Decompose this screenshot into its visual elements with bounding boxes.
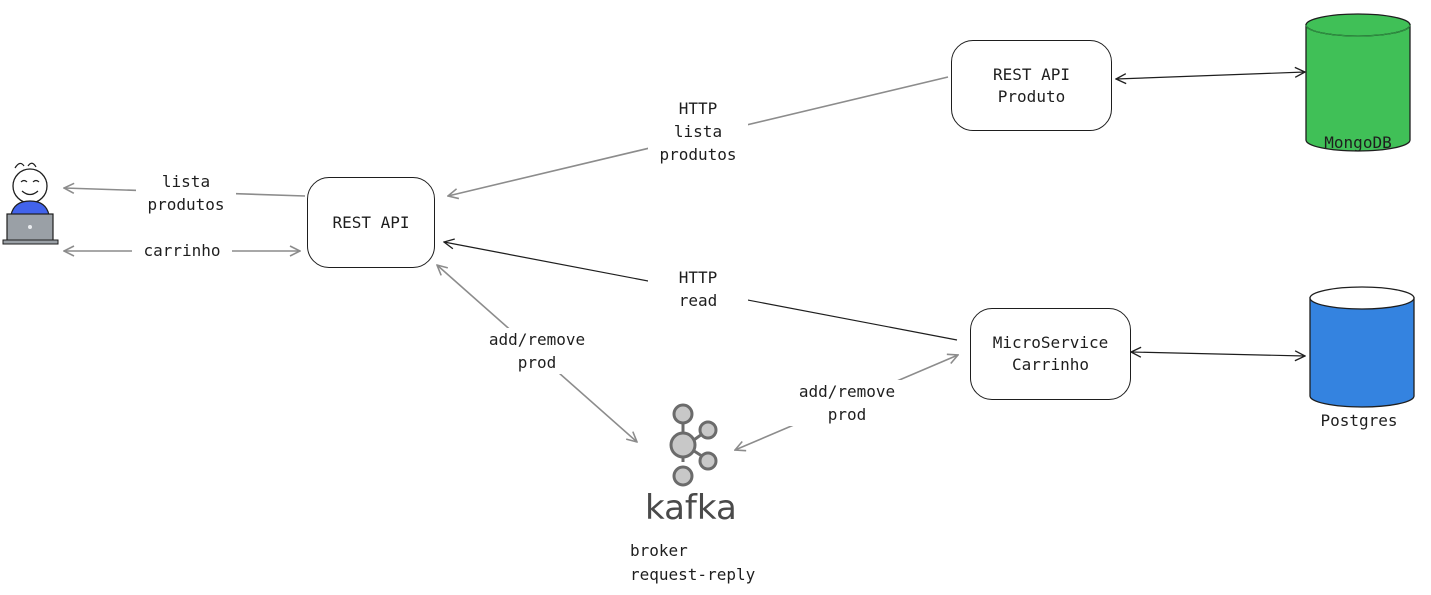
mongodb-label: MongoDB — [1324, 133, 1392, 152]
microservice-carrinho-box: MicroService Carrinho — [970, 308, 1131, 400]
postgres-label: Postgres — [1320, 411, 1398, 430]
rest-api-produto-box: REST API Produto — [951, 40, 1112, 131]
rest-api-box: REST API — [307, 177, 435, 268]
kafka-wordmark: kafka — [645, 488, 737, 528]
user-at-laptop-icon — [2, 162, 59, 245]
edge-label-lista-produtos: lista produtos — [136, 170, 236, 216]
kafka-logo-icon — [669, 403, 718, 487]
mongodb-cylinder — [1305, 13, 1411, 152]
postgres-cylinder — [1309, 286, 1415, 408]
edge-label-carrinho: carrinho — [132, 239, 232, 262]
edge-label-http-read: HTTP read — [648, 266, 748, 312]
edge-label-add-remove-right: add/remove prod — [787, 380, 907, 426]
rest-api-produto-label: REST API Produto — [992, 64, 1071, 106]
rest-api-label: REST API — [332, 212, 410, 232]
edge-label-add-remove-left: add/remove prod — [477, 328, 597, 374]
edge-produto-mongodb — [1116, 72, 1305, 79]
kafka-note: broker request-reply — [630, 541, 756, 584]
microservice-carrinho-label: MicroService Carrinho — [992, 333, 1109, 374]
edge-label-http-lista-produtos: HTTP lista produtos — [648, 97, 748, 166]
edge-carrinho-postgres — [1131, 352, 1305, 356]
